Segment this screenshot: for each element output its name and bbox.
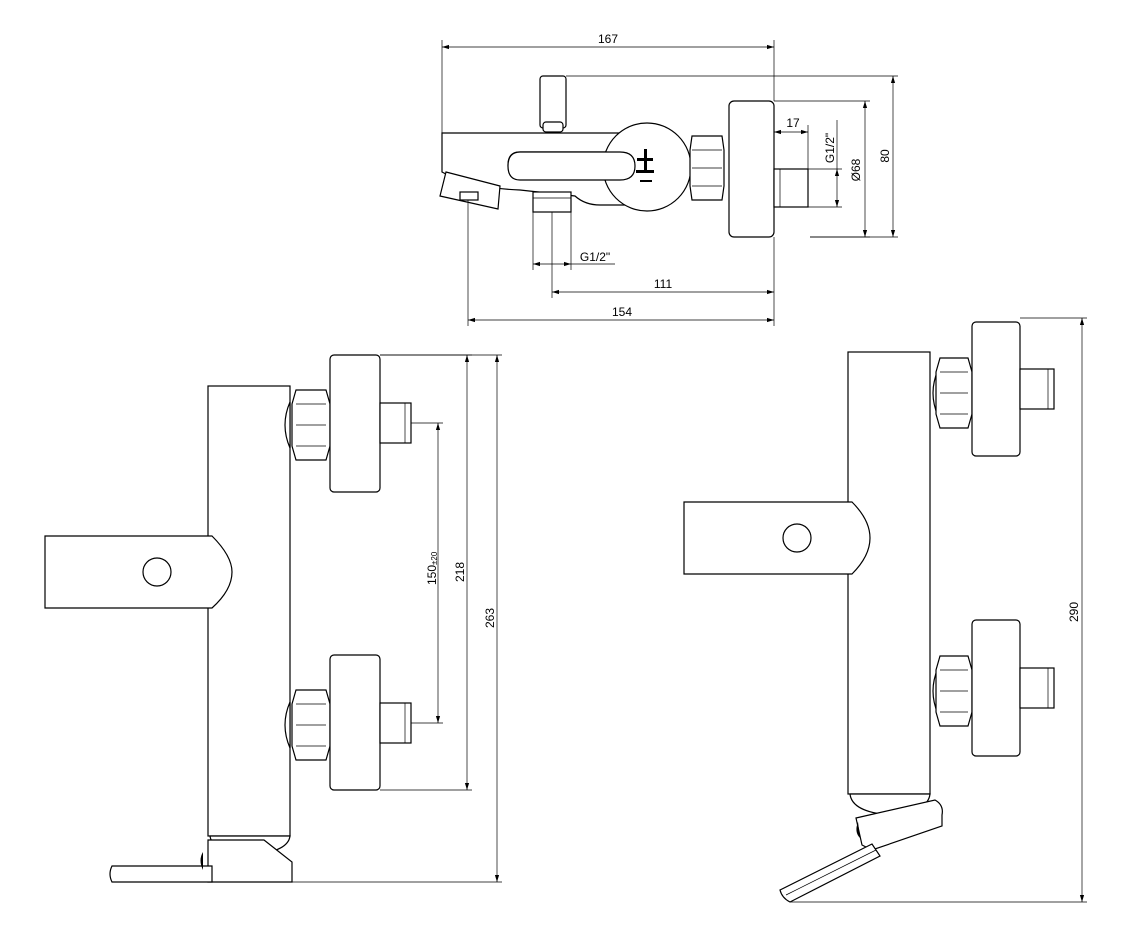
top-lever-overlay [507, 151, 636, 181]
side-view-dimensions: 290 [790, 317, 1087, 903]
side-spout-housing [855, 799, 943, 851]
side-upper-inlet [932, 321, 1055, 457]
dim-front-inlet-span: 218 [453, 562, 467, 582]
dim-top-thread-depth: 17 [786, 116, 800, 130]
top-diverter-cap [542, 121, 564, 133]
top-inlet-thread [773, 168, 809, 208]
top-spout-tip [439, 171, 501, 210]
side-upper-thread [1019, 368, 1055, 410]
dim-top-thread-bottom: G1/2" [580, 250, 610, 264]
front-upper-inlet [284, 354, 412, 493]
front-upper-flange [329, 354, 381, 493]
top-aerator [459, 191, 479, 201]
front-view-dimensions: 150 ±20 218 263 [292, 354, 502, 883]
side-lever-handle [683, 501, 871, 575]
dim-side-total-height: 290 [1067, 602, 1081, 622]
side-lower-thread [1019, 667, 1055, 709]
front-spout-plate [109, 865, 213, 883]
front-lever-hole [142, 557, 172, 587]
top-logo-mark [636, 149, 654, 182]
dim-top-thread-side: G1/2" [823, 133, 837, 163]
dim-front-total-height: 263 [483, 608, 497, 628]
side-upper-flange [971, 321, 1021, 457]
top-view [439, 75, 809, 238]
front-lower-inlet [284, 654, 412, 791]
side-view [683, 321, 1055, 903]
side-lever-hole [782, 523, 812, 553]
side-body [847, 351, 931, 795]
top-diverter-knob [539, 75, 567, 129]
dim-top-diameter: Ø68 [849, 158, 863, 181]
top-view-dimensions: 167 80 Ø68 G1/2" 17 G1/2" 111 [441, 32, 898, 326]
front-lower-flange [329, 654, 381, 791]
side-lower-inlet [932, 619, 1055, 757]
dim-front-spacing: 150 [425, 565, 439, 585]
dim-top-outlet-offset: 111 [654, 277, 673, 291]
dim-top-overall-depth: 154 [612, 305, 632, 319]
side-lower-flange [971, 619, 1021, 757]
front-lower-thread [379, 702, 412, 744]
top-wall-flange [728, 100, 775, 238]
front-upper-thread [379, 402, 412, 444]
front-body [207, 385, 291, 837]
dim-top-height: 80 [878, 149, 892, 163]
dim-front-tolerance: ±20 [430, 551, 439, 565]
dim-top-width: 167 [598, 32, 618, 46]
front-lever-handle [44, 535, 233, 609]
front-view [44, 354, 412, 883]
top-outlet-nipple [532, 191, 572, 213]
